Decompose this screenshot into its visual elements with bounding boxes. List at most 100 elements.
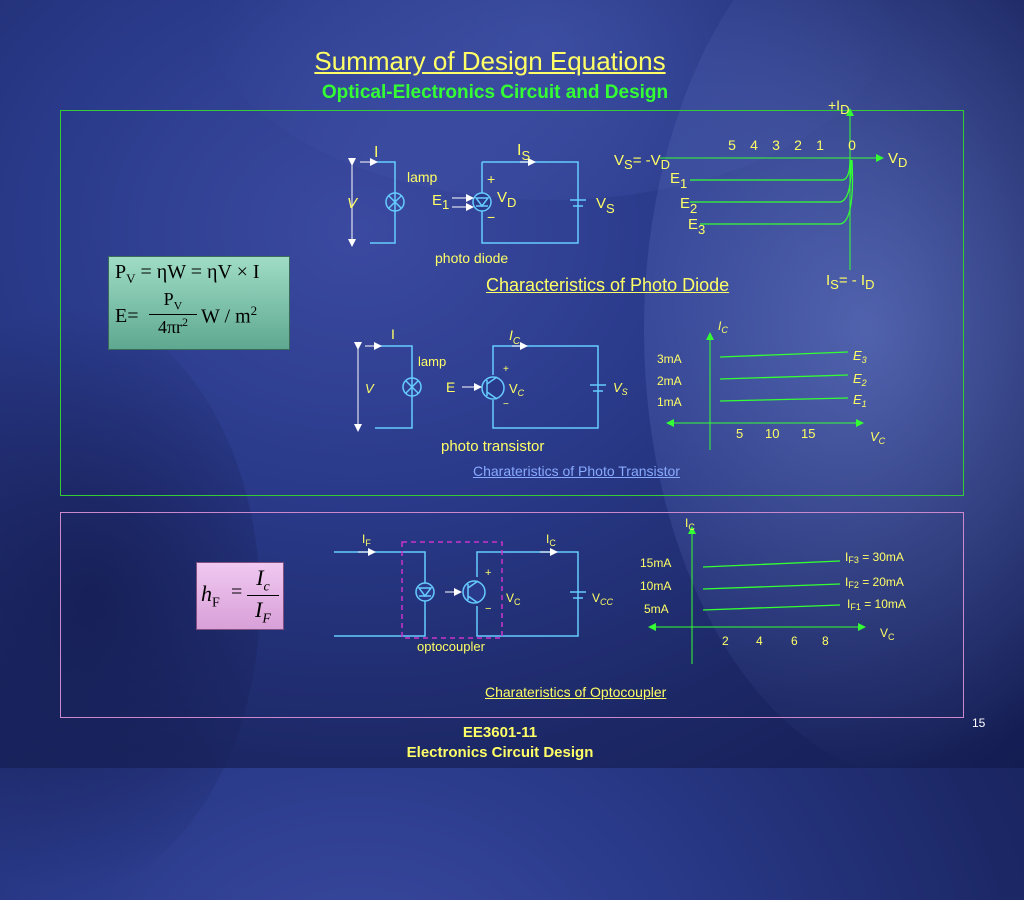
led-icon	[415, 582, 435, 602]
oc-graph-xlabel: VC	[880, 626, 895, 642]
eq-irradiance-unit-sup: 2	[250, 303, 258, 318]
pd-xtick-0: 0	[848, 137, 856, 153]
page-number: 15	[972, 716, 986, 730]
pd-xtick-4: 4	[750, 137, 758, 153]
photodiode-circuit	[370, 161, 586, 244]
pt-curve-e3	[719, 351, 849, 358]
oc-curve-if1	[702, 604, 841, 611]
oc-caption: optocoupler	[417, 639, 486, 654]
pd-plus-label: +	[487, 171, 495, 187]
pt-ytick-1ma: 1mA	[657, 395, 682, 409]
oc-xtick-2: 2	[722, 634, 729, 648]
pt-graph-ylabel: IC	[718, 319, 728, 335]
pt-plus-label: +	[503, 364, 509, 375]
pt-minus-label: −	[503, 399, 509, 410]
pd-curve-label-e1: E1	[670, 170, 687, 191]
pd-graph-ybottom: IS= - ID	[826, 272, 875, 292]
oc-ytick-10ma: 10mA	[640, 579, 671, 593]
eq-irradiance-den: 4πr	[157, 317, 183, 337]
oc-vc-label: VC	[506, 591, 521, 607]
oc-xtick-6: 6	[791, 634, 798, 648]
optocoupler-equation-box: hF = Ic IF	[196, 562, 284, 630]
pd-xtick-3: 3	[772, 137, 780, 153]
eq-hf-sub: F	[212, 595, 220, 611]
pt-current-label: I	[391, 326, 395, 342]
photo-devices-panel	[60, 110, 964, 496]
oc-curve-label-if2: IF2 = 20mA	[845, 575, 904, 590]
oc-curve-if3	[702, 560, 841, 568]
pt-xtick-10: 10	[765, 426, 779, 441]
eq-hf-num: I	[256, 565, 264, 590]
eq-power-rest: = ηW = ηV × I	[140, 261, 260, 283]
oc-vcc-label: VCC	[592, 591, 614, 607]
pd-e1-label: E1	[432, 192, 449, 212]
pt-caption: photo transistor	[441, 438, 544, 455]
pt-e-label: E	[446, 379, 455, 395]
pd-vs-label: VS	[596, 195, 615, 216]
photodiode-equations-box: PV = ηW = ηV × I E= PV 4πr2 W / m2	[108, 256, 290, 350]
circuit-diagrams: I IS V lamp E1 + VD − VS photo diode +ID…	[334, 97, 907, 664]
oc-curve-if2	[702, 583, 841, 590]
pd-graph-vs-eq: VS= -VD	[614, 152, 670, 172]
pd-curve-label-e3: E3	[688, 216, 705, 237]
eq-hf-symbol: h	[201, 581, 212, 606]
eq-irradiance-unit: W / m	[201, 305, 251, 328]
slide-subtitle: Optical-Electronics Circuit and Design	[321, 82, 669, 103]
eq-hf-equals: =	[231, 581, 243, 603]
oc-ytick-15ma: 15mA	[640, 556, 671, 570]
pt-graph-xlabel: VC	[870, 429, 886, 446]
pt-vs-label: VS	[613, 380, 628, 397]
oc-xtick-4: 4	[756, 634, 763, 648]
pt-vc-label: VC	[509, 381, 525, 398]
pt-ytick-2ma: 2mA	[657, 374, 682, 388]
oc-ic-label: IC	[546, 532, 556, 548]
pd-vd-label: VD	[497, 189, 516, 210]
pd-caption: photo diode	[435, 250, 508, 266]
pd-voltage-label: V	[347, 195, 359, 212]
eq-irradiance-lhs: E=	[115, 305, 139, 327]
oc-characteristics-caption: Charateristics of Optocoupler	[485, 684, 667, 700]
eq-hf-num-sub: c	[263, 579, 270, 595]
slide-title: Summary of Design Equations	[314, 46, 666, 76]
optocoupler-graph	[648, 526, 866, 664]
pd-xtick-1: 1	[816, 137, 824, 153]
pd-xtick-2: 2	[794, 137, 802, 153]
pd-is-label: IS	[517, 142, 530, 163]
optocoupler-panel	[60, 512, 964, 718]
eq-power-sub: V	[126, 271, 136, 286]
pt-curve-e1	[719, 397, 849, 402]
pt-curve-label-e3: E3	[853, 348, 867, 365]
oc-xtick-8: 8	[822, 634, 829, 648]
pt-curve-label-e2: E2	[853, 371, 867, 388]
pd-curve-e1	[690, 159, 851, 181]
pd-current-label: I	[374, 144, 378, 161]
lamp-icon	[402, 377, 422, 397]
oc-curve-label-if1: IF1 = 10mA	[847, 597, 906, 612]
pd-curve-e3	[700, 159, 854, 225]
footer-course-code: EE3601-11	[462, 724, 538, 741]
eq-irradiance-num-sub: V	[173, 298, 183, 313]
lamp-icon	[385, 192, 405, 212]
optocoupler-package-outline	[401, 541, 503, 639]
pd-minus-label: −	[487, 209, 495, 225]
phototransistor-graph	[666, 332, 864, 450]
pd-curve-label-e2: E2	[680, 195, 697, 216]
footer-course-name: Electronics Circuit Design	[406, 744, 594, 761]
pt-ic-label: IC	[509, 327, 521, 347]
pt-characteristics-caption: Charateristics of Photo Transistor	[473, 463, 680, 479]
pd-xtick-5: 5	[728, 137, 736, 153]
optocoupler-circuit	[334, 551, 586, 637]
pt-lamp-label: lamp	[418, 354, 446, 369]
eq-hf-den-sub: F	[262, 611, 271, 627]
oc-ytick-5ma: 5mA	[644, 602, 669, 616]
photodiode-graph	[660, 108, 884, 270]
oc-graph-ylabel: IC	[685, 516, 695, 532]
pt-curve-label-e1: E1	[853, 392, 867, 409]
pt-xtick-5: 5	[736, 426, 743, 441]
oc-if-label: IF	[362, 532, 371, 548]
pd-lamp-label: lamp	[407, 169, 438, 185]
eq-irradiance-num: P	[163, 289, 174, 309]
oc-plus-label: +	[485, 567, 491, 579]
pt-curve-e2	[719, 374, 849, 380]
